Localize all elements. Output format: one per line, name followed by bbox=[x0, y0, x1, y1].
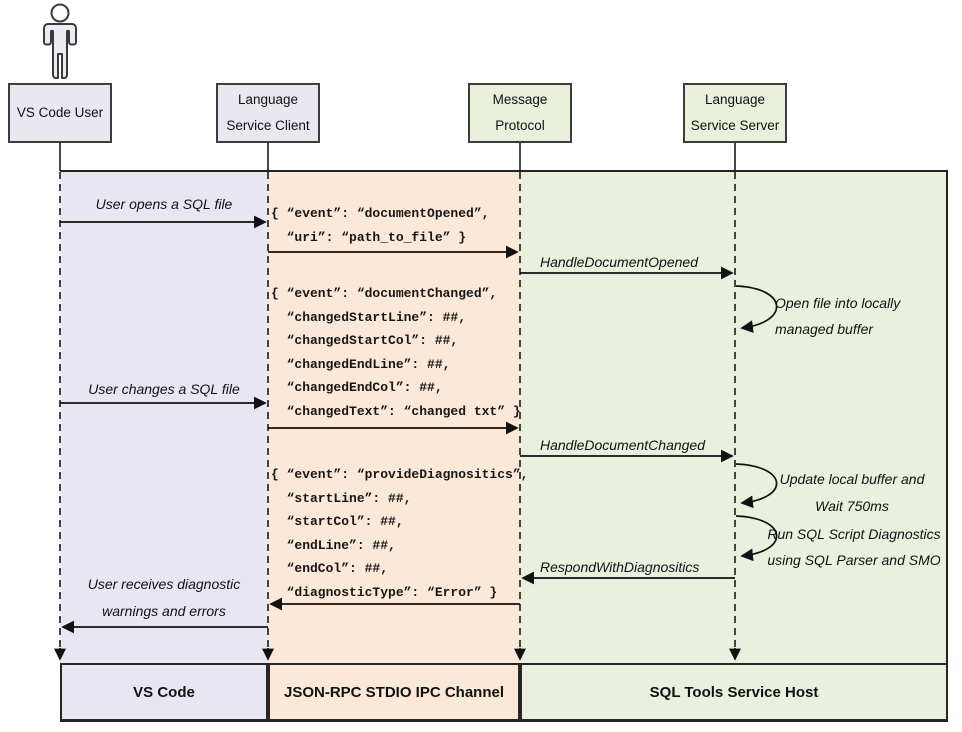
lane-band-vscode bbox=[60, 171, 268, 663]
lane-band-service-host bbox=[520, 171, 948, 663]
actor-box-message-protocol: Message Protocol bbox=[468, 83, 572, 143]
label-handle-document-opened: HandleDocumentOpened bbox=[540, 254, 698, 270]
actor-box-language-service-server: Language Service Server bbox=[683, 83, 787, 143]
payload-provide-diagnostics: { “event”: “provideDiagnositics”, “start… bbox=[271, 467, 529, 600]
lane-box-vscode: VS Code bbox=[60, 663, 268, 722]
person-icon bbox=[43, 3, 77, 79]
note-run-diagnostics: Run SQL Script Diagnostics using SQL Par… bbox=[767, 526, 941, 568]
label-respond-with-diagnostics: RespondWithDiagnositics bbox=[540, 559, 700, 575]
label-user-receives: User receives diagnostic warnings and er… bbox=[87, 576, 241, 619]
payload-document-opened: { “event”: “documentOpened”, “uri”: “pat… bbox=[271, 206, 490, 245]
actor-box-language-service-client: Language Service Client bbox=[216, 83, 320, 143]
label-handle-document-changed: HandleDocumentChanged bbox=[540, 437, 705, 453]
note-open-file: Open file into locally managed buffer bbox=[775, 295, 901, 337]
payload-document-changed: { “event”: “documentChanged”, “changedSt… bbox=[271, 286, 521, 419]
lane-box-service-host: SQL Tools Service Host bbox=[520, 663, 948, 722]
note-update-buffer: Update local buffer and Wait 750ms bbox=[779, 471, 925, 514]
lane-band-ipc-channel bbox=[268, 171, 520, 663]
actor-connectors bbox=[59, 143, 736, 171]
actor-box-vscode-user: VS Code User bbox=[8, 83, 112, 143]
lane-box-ipc-channel: JSON-RPC STDIO IPC Channel bbox=[268, 663, 520, 722]
label-user-opens: User opens a SQL file bbox=[95, 196, 233, 212]
label-user-changes: User changes a SQL file bbox=[88, 381, 240, 397]
